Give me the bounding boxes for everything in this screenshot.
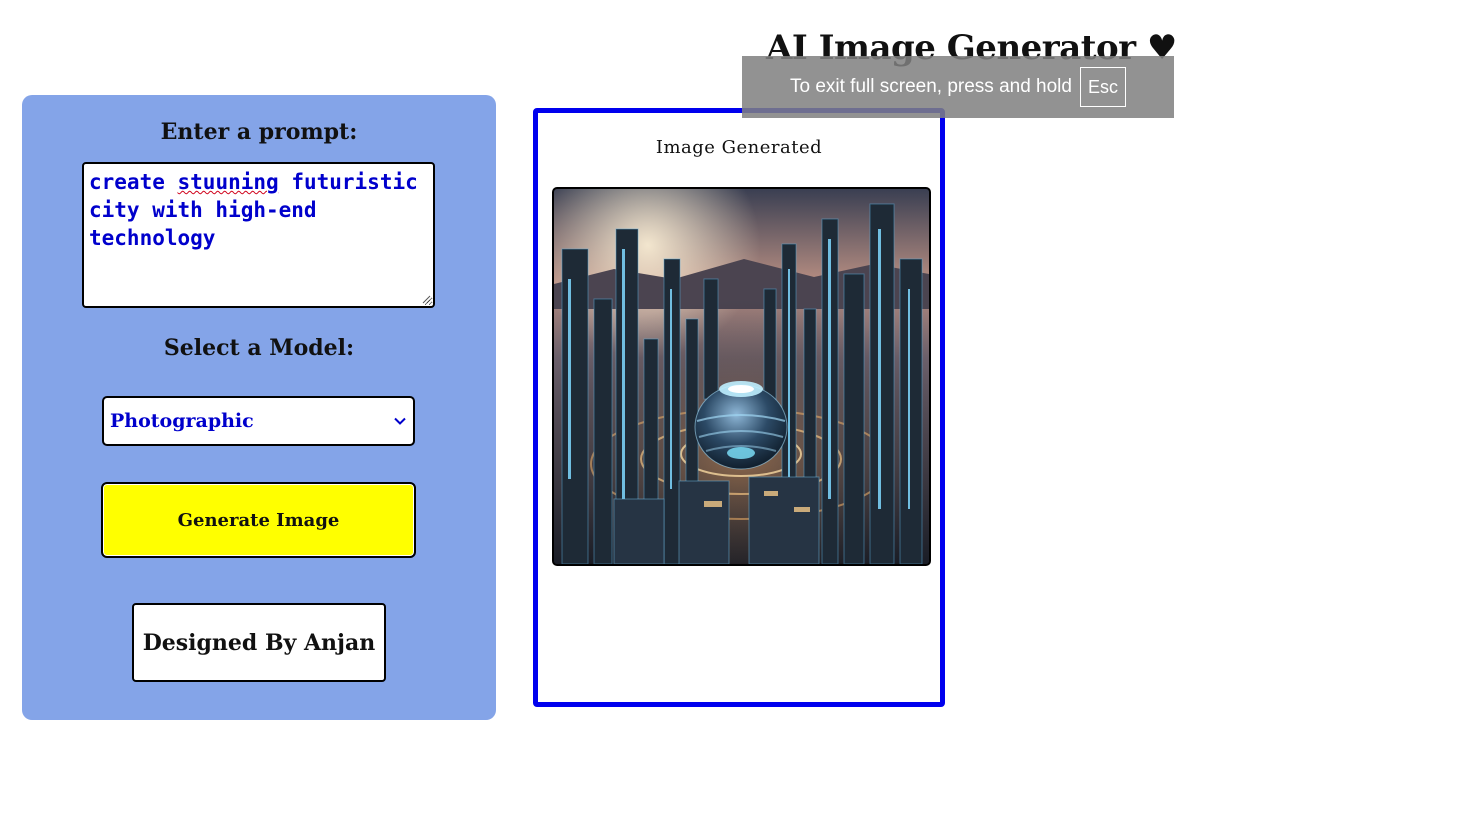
esc-key-badge: Esc [1079,67,1126,107]
model-select[interactable]: Photographic [102,396,415,446]
result-label: Image Generated [655,137,823,158]
prompt-panel: Enter a prompt: create stuuning futurist… [22,95,496,720]
futuristic-city-image [554,189,929,564]
result-panel: Image Generated [533,108,945,707]
fullscreen-exit-notice: To exit full screen, press and hold Esc [742,56,1174,118]
credit-box: Designed By Anjan [132,603,386,682]
generate-image-button[interactable]: Generate Image [101,482,416,558]
resize-grip-icon[interactable] [421,294,431,304]
prompt-text-end: futuristic city with high-end technology [89,170,418,250]
prompt-text-start: create [89,170,178,194]
chevron-down-icon [394,417,406,425]
prompt-heading: Enter a prompt: [160,119,358,145]
fullscreen-notice-text: To exit full screen, press and hold [789,76,1072,97]
model-selected-value: Photographic [110,410,254,432]
prompt-misspelled-word: stuuning [177,170,279,194]
generated-image [552,187,931,566]
prompt-textarea[interactable]: create stuuning futuristic city with hig… [82,162,435,308]
model-heading: Select a Model: [163,335,355,361]
